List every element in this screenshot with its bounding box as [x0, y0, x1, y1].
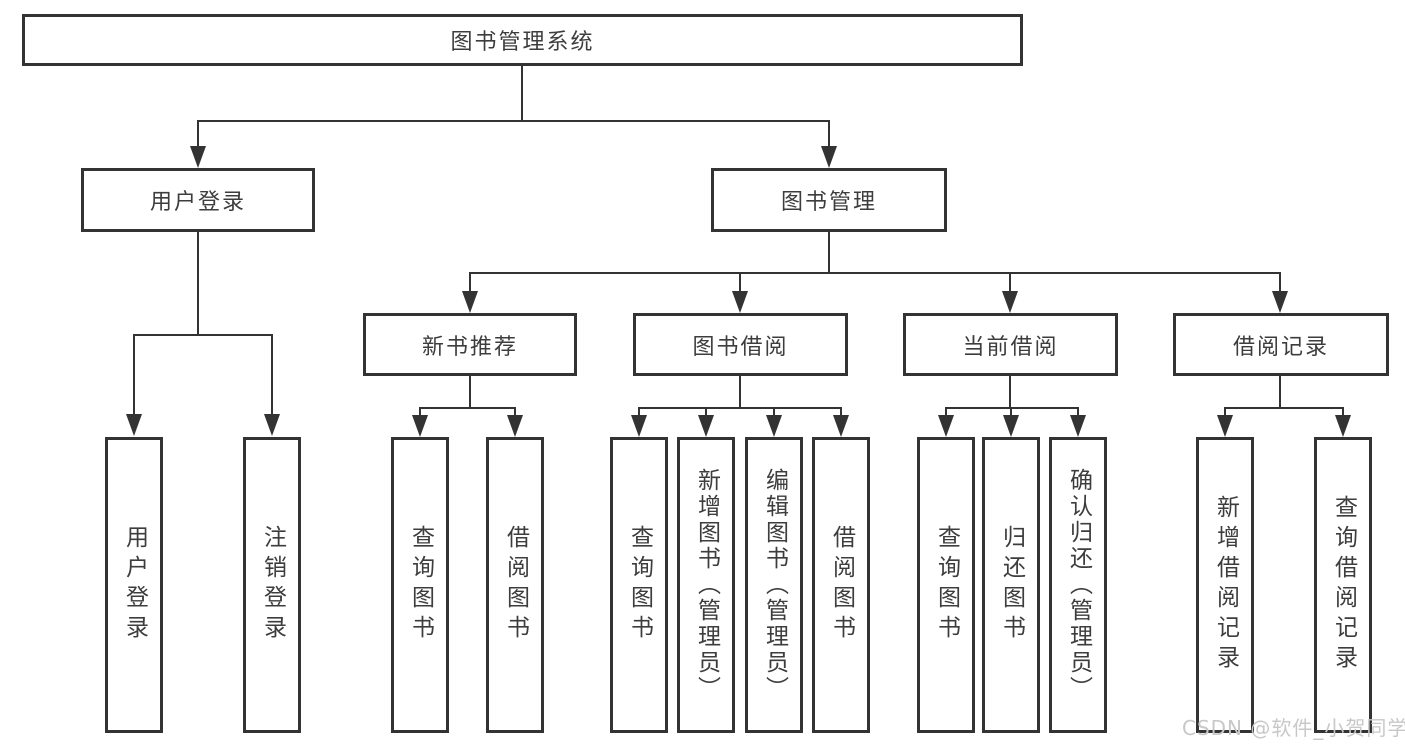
- connector-nb-leaf1: [419, 407, 421, 417]
- connector-to-leaf-logout: [271, 334, 273, 416]
- connector-borrow-records-stem: [1279, 376, 1281, 407]
- arrowhead-leaf-login: [126, 414, 142, 436]
- leaf-cb-return-books: 归还图书: [982, 437, 1040, 733]
- node-book-mgmt-label: 图书管理: [780, 190, 877, 215]
- leaf-br-add-record-label: 新增借阅记录: [1212, 495, 1239, 675]
- node-root: 图书管理系统: [22, 14, 1023, 66]
- node-book-borrow-label: 图书借阅: [692, 334, 789, 360]
- connector-root-split: [198, 120, 830, 122]
- leaf-bb-edit-books-admin: 编辑图书（管理员）: [745, 437, 803, 733]
- connector-cb-leaf2: [1010, 407, 1012, 417]
- leaf-br-add-record: 新增借阅记录: [1196, 437, 1254, 733]
- node-current-borrow-label: 当前借阅: [962, 334, 1059, 360]
- arrowhead-book-borrow: [732, 291, 748, 313]
- arrowhead-nb-leaf2: [507, 415, 523, 437]
- connector-bb-leaf4: [840, 407, 842, 417]
- node-new-books-label: 新书推荐: [421, 334, 518, 360]
- connector-to-book-mgmt: [828, 120, 830, 150]
- leaf-nb-query-books: 查询图书: [391, 437, 449, 733]
- arrowhead-cb-leaf1: [938, 415, 954, 437]
- connector-to-borrow-records: [1279, 272, 1281, 293]
- node-borrow-records-label: 借阅记录: [1232, 334, 1329, 360]
- arrowhead-borrow-records: [1272, 291, 1288, 313]
- connector-to-current-borrow: [1009, 272, 1011, 293]
- connector-current-borrow-split: [945, 407, 1079, 409]
- leaf-bb-query-books: 查询图书: [610, 437, 668, 733]
- leaf-nb-query-books-label: 查询图书: [407, 525, 434, 645]
- connector-new-books-split: [419, 407, 516, 409]
- connector-to-book-borrow: [739, 272, 741, 293]
- node-borrow-records: 借阅记录: [1173, 313, 1389, 376]
- leaf-bb-add-books-admin: 新增图书（管理员）: [677, 437, 735, 733]
- leaf-cb-query-books: 查询图书: [917, 437, 975, 733]
- arrowhead-cb-leaf2: [1003, 415, 1019, 437]
- arrowhead-new-books: [462, 291, 478, 313]
- connector-current-borrow-stem: [1009, 376, 1011, 407]
- connector-bb-leaf2: [705, 407, 707, 417]
- leaf-bb-borrow-books: 借阅图书: [812, 437, 870, 733]
- node-book-borrow: 图书借阅: [633, 313, 848, 376]
- leaf-cb-confirm-return-admin-label: 确认归还（管理员）: [1065, 468, 1092, 702]
- arrowhead-cb-leaf3: [1070, 415, 1086, 437]
- connector-user-login-stem: [197, 232, 199, 334]
- leaf-bb-edit-books-admin-label: 编辑图书（管理员）: [761, 468, 788, 702]
- leaf-br-query-record-label: 查询借阅记录: [1330, 495, 1357, 675]
- connector-nb-leaf2: [514, 407, 516, 417]
- leaf-user-login-label: 用户登录: [121, 525, 148, 645]
- arrowhead-leaf-logout: [264, 414, 280, 436]
- connector-borrow-records-split: [1224, 407, 1344, 409]
- connector-book-mgmt-stem: [828, 232, 830, 272]
- arrowhead-current-borrow: [1002, 291, 1018, 313]
- leaf-user-login: 用户登录: [105, 437, 163, 733]
- connector-user-login-split: [133, 334, 273, 336]
- arrowhead-br-leaf1: [1217, 415, 1233, 437]
- connector-book-borrow-split: [638, 407, 842, 409]
- connector-root-stem: [521, 66, 523, 120]
- leaf-bb-query-books-label: 查询图书: [626, 525, 653, 645]
- connector-to-new-books: [469, 272, 471, 293]
- leaf-bb-borrow-books-label: 借阅图书: [828, 525, 855, 645]
- connector-br-leaf1: [1224, 407, 1226, 417]
- node-current-borrow: 当前借阅: [903, 313, 1118, 376]
- connector-book-mgmt-split: [469, 272, 1281, 274]
- leaf-nb-borrow-books-label: 借阅图书: [502, 525, 529, 645]
- arrowhead-br-leaf2: [1335, 415, 1351, 437]
- node-new-books: 新书推荐: [363, 313, 577, 376]
- connector-cb-leaf1: [945, 407, 947, 417]
- node-root-label: 图书管理系统: [450, 30, 595, 55]
- connector-to-user-login: [197, 120, 199, 150]
- leaf-cb-return-books-label: 归还图书: [998, 525, 1025, 645]
- leaf-cb-confirm-return-admin: 确认归还（管理员）: [1049, 437, 1107, 733]
- connector-to-leaf-login: [133, 334, 135, 416]
- leaf-br-query-record: 查询借阅记录: [1314, 437, 1372, 733]
- leaf-nb-borrow-books: 借阅图书: [486, 437, 544, 733]
- arrowhead-bb-leaf1: [631, 415, 647, 437]
- node-user-login: 用户登录: [81, 168, 315, 232]
- connector-book-borrow-stem: [739, 376, 741, 407]
- connector-bb-leaf1: [638, 407, 640, 417]
- leaf-cb-query-books-label: 查询图书: [933, 525, 960, 645]
- connector-cb-leaf3: [1077, 407, 1079, 417]
- leaf-logout-label: 注销登录: [259, 525, 286, 645]
- arrowhead-bb-leaf3: [766, 415, 782, 437]
- node-user-login-label: 用户登录: [149, 190, 246, 215]
- leaf-logout: 注销登录: [243, 437, 301, 733]
- arrowhead-user-login: [190, 146, 206, 168]
- arrowhead-book-mgmt: [821, 146, 837, 168]
- arrowhead-nb-leaf1: [412, 415, 428, 437]
- connector-new-books-stem: [469, 376, 471, 407]
- arrowhead-bb-leaf2: [698, 415, 714, 437]
- leaf-bb-add-books-admin-label: 新增图书（管理员）: [693, 468, 720, 702]
- connector-bb-leaf3: [773, 407, 775, 417]
- csdn-watermark: CSDN @软件_小贺同学: [1182, 716, 1405, 740]
- connector-br-leaf2: [1342, 407, 1344, 417]
- node-book-mgmt: 图书管理: [711, 168, 947, 232]
- arrowhead-bb-leaf4: [833, 415, 849, 437]
